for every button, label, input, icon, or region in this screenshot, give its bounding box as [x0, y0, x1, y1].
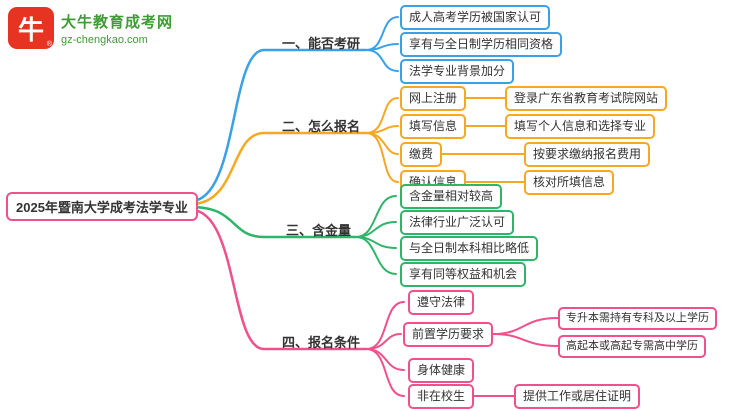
branch1-child2-node: 享有与全日制学历相同资格: [400, 32, 563, 57]
branch4-child2-node: 前置学历要求: [403, 322, 494, 347]
root-node: 2025年暨南大学成考法学专业: [6, 192, 198, 221]
branch2-connectors: [189, 97, 525, 206]
bull-logo-icon: 牛 ®: [8, 7, 54, 49]
branch2-child1-detail: 登录广东省教育考试院网站: [505, 86, 668, 111]
branch3-child4-node: 享有同等权益和机会: [400, 262, 527, 287]
branch4-child3-node: 身体健康: [408, 358, 475, 383]
branch1-child1-node: 成人高考学历被国家认可: [400, 5, 551, 30]
site-logo: 牛 ® 大牛教育成考网 gz-chengkao.com: [8, 7, 173, 49]
branch1-connectors: [189, 16, 399, 203]
logo-domain-text: gz-chengkao.com: [61, 33, 148, 46]
branch1-label: 一、能否考研: [282, 36, 361, 51]
branch1-child3-node: 法学专业背景加分: [400, 59, 515, 84]
branch3-child1-node: 含金量相对较高: [400, 184, 503, 209]
branch4-child4-node: 非在校生: [408, 384, 475, 409]
logo-brand-text: 大牛教育成考网: [61, 13, 174, 31]
bull-glyph: 牛: [17, 14, 44, 45]
branch4-child1-node: 遵守法律: [408, 290, 475, 315]
branch4-child2-sub1-node: 专升本需持有专科及以上学历: [558, 307, 717, 330]
branch2-child3-detail: 按要求缴纳报名费用: [524, 142, 651, 167]
branch2-child1-node: 网上注册: [400, 86, 467, 111]
branch4-child4-detail: 提供工作或居住证明: [514, 384, 641, 409]
branch2-child4-detail: 核对所填信息: [524, 170, 615, 195]
registered-mark: ®: [46, 41, 52, 48]
branch3-child2-node: 法律行业广泛认可: [400, 210, 515, 235]
branch4-label: 四、报名条件: [282, 335, 361, 350]
branch3-child3-node: 与全日制本科相比略低: [400, 236, 539, 261]
branch3-connectors: [189, 195, 397, 275]
branch2-child2-detail: 填写个人信息和选择专业: [505, 114, 656, 139]
branch4-child2-sub2-node: 高起本或高起专需高中学历: [558, 335, 706, 358]
branch4-connectors: [189, 208, 559, 397]
branch3-label: 三、含金量: [286, 223, 352, 238]
branch2-child3-node: 缴费: [400, 142, 443, 167]
branch2-label: 二、怎么报名: [282, 119, 361, 134]
branch2-child2-node: 填写信息: [400, 114, 467, 139]
